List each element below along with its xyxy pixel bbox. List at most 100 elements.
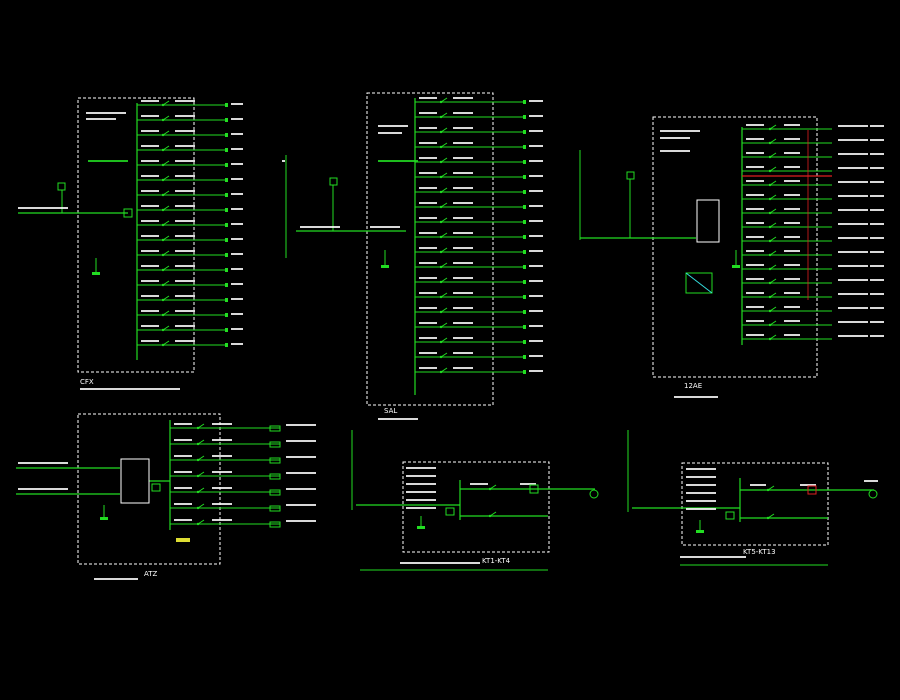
tiny-label xyxy=(784,152,800,154)
ground-symbol xyxy=(100,517,108,520)
tiny-label xyxy=(784,236,800,238)
terminal xyxy=(523,310,526,314)
breaker-contact xyxy=(768,239,772,243)
tiny-label xyxy=(175,340,195,342)
panel-caption-kt5-kt13: KT5-KT13 xyxy=(743,548,776,556)
terminal xyxy=(523,160,526,164)
tiny-label xyxy=(212,455,232,457)
terminal xyxy=(225,193,228,197)
breaker-contact xyxy=(196,474,200,478)
wire-line xyxy=(769,334,777,340)
terminal xyxy=(523,115,526,119)
tiny-label xyxy=(784,166,800,168)
symbols xyxy=(18,97,884,580)
tiny-label xyxy=(286,472,316,474)
tiny-label xyxy=(453,367,473,369)
tiny-label xyxy=(529,175,543,177)
tiny-label xyxy=(529,355,543,357)
tiny-label xyxy=(870,307,884,309)
wire-line xyxy=(197,439,205,445)
wire-line xyxy=(769,166,777,172)
tiny-label xyxy=(419,232,437,234)
wire-line xyxy=(162,145,170,151)
tiny-label xyxy=(870,293,884,295)
breaker-contact xyxy=(161,253,165,257)
meter-box xyxy=(123,208,133,218)
tiny-label xyxy=(406,491,436,493)
tiny-label xyxy=(686,508,716,510)
tiny-label xyxy=(175,295,195,297)
tiny-label xyxy=(453,202,473,204)
tiny-label xyxy=(419,187,437,189)
tiny-label xyxy=(784,194,800,196)
terminal-box xyxy=(269,441,281,448)
tiny-label xyxy=(838,195,868,197)
tiny-label xyxy=(746,264,764,266)
breaker-contact xyxy=(439,190,443,194)
wire-line xyxy=(197,503,205,509)
wire-line xyxy=(162,160,170,166)
tiny-label xyxy=(406,507,436,509)
tiny-label xyxy=(870,279,884,281)
tiny-label xyxy=(141,295,159,297)
breaker-contact xyxy=(439,175,443,179)
tiny-label xyxy=(870,209,884,211)
tiny-label xyxy=(174,503,192,505)
tiny-label xyxy=(212,487,232,489)
breaker-contact xyxy=(768,211,772,215)
breaker-contact xyxy=(161,193,165,197)
wire-line xyxy=(769,236,777,242)
wire-line xyxy=(769,138,777,144)
tiny-label xyxy=(419,157,437,159)
breaker-contact xyxy=(439,280,443,284)
breaker-contact xyxy=(161,178,165,182)
wire-line xyxy=(162,175,170,181)
tiny-label xyxy=(231,283,243,285)
tiny-label xyxy=(212,423,232,425)
tiny-label xyxy=(838,321,868,323)
tiny-label xyxy=(746,292,764,294)
tiny-label xyxy=(141,250,159,252)
tiny-label xyxy=(674,396,718,398)
fuse-box xyxy=(626,171,635,180)
terminal xyxy=(225,238,228,242)
breaker-contact xyxy=(488,514,492,518)
tiny-label xyxy=(231,208,243,210)
tiny-label xyxy=(175,160,195,162)
wire-line xyxy=(440,322,448,328)
tiny-label xyxy=(453,97,473,99)
wire-line xyxy=(197,487,205,493)
tiny-label xyxy=(174,487,192,489)
tiny-label xyxy=(520,483,536,485)
breaker-contact xyxy=(768,323,772,327)
tiny-label xyxy=(141,175,159,177)
breaker-contact xyxy=(196,458,200,462)
terminal xyxy=(225,178,228,182)
tiny-label xyxy=(231,103,243,105)
contactor xyxy=(807,485,817,495)
tiny-label xyxy=(529,310,543,312)
tiny-label xyxy=(784,124,800,126)
tiny-label xyxy=(419,352,437,354)
tiny-label xyxy=(529,265,543,267)
wire-line xyxy=(440,217,448,223)
breaker-contact xyxy=(196,522,200,526)
tiny-label xyxy=(419,322,437,324)
tiny-label xyxy=(453,232,473,234)
wire-line xyxy=(489,484,497,490)
breaker-contact xyxy=(439,145,443,149)
breaker-contact xyxy=(439,355,443,359)
wire-line xyxy=(162,265,170,271)
tiny-label xyxy=(746,306,764,308)
meter-box xyxy=(725,511,735,520)
wire-line xyxy=(769,208,777,214)
tiny-label xyxy=(838,167,868,169)
tiny-label xyxy=(175,100,195,102)
tiny-label xyxy=(175,145,195,147)
breaker-contact xyxy=(161,328,165,332)
tiny-label xyxy=(175,130,195,132)
terminal xyxy=(523,130,526,134)
wire-line xyxy=(685,272,713,294)
breaker-contact xyxy=(161,208,165,212)
wire-line xyxy=(197,455,205,461)
